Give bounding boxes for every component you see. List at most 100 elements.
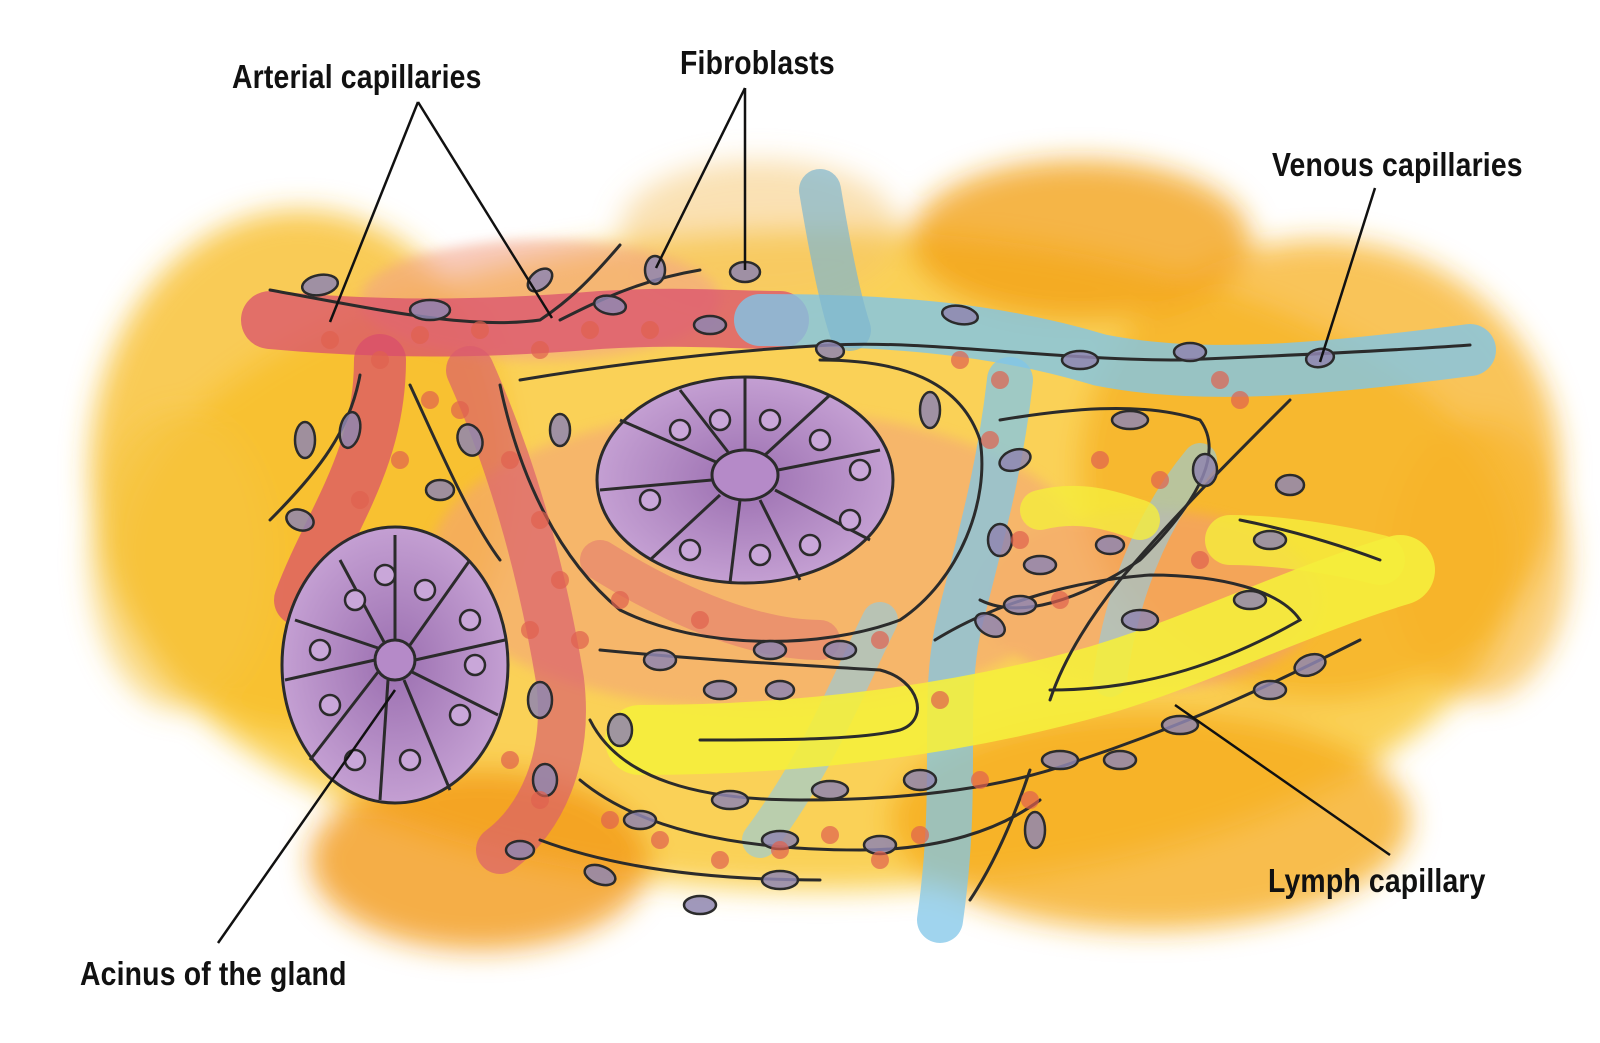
acinar-nucleus-7 [448,703,472,727]
blood-cell-23 [391,451,409,469]
fibroblast-46 [1102,749,1138,771]
leader-fibro-1 [654,87,747,269]
acinar-nucleus-6 [318,693,342,717]
fibroblast-19 [998,447,1032,473]
fibroblast-34 [606,712,634,748]
fibroblast-53 [1252,679,1288,701]
fibroblast-2 [526,267,554,293]
fibroblast-29 [1160,714,1200,736]
blood-cell-30 [1091,451,1109,469]
blood-cell-13 [521,621,539,639]
blood-cell-34 [1231,391,1249,409]
fibroblast-10 [1172,341,1208,363]
fibroblast-26 [1120,608,1160,632]
label-arterial-capillaries: Arterial capillaries [232,58,482,95]
blood-cell-24 [351,491,369,509]
fibroblast-20 [1110,409,1150,431]
blood-cell-8 [451,401,469,419]
acinar-nucleus-18 [748,543,772,567]
blood-cell-17 [651,831,669,849]
acinar-nucleus-4 [308,638,332,662]
fibroblast-32 [702,679,738,701]
fibroblast-54 [986,522,1014,558]
blood-cell-3 [471,321,489,339]
acinar-nucleus-11 [708,408,732,432]
acinar-nucleus-12 [758,408,782,432]
fibroblast-18 [918,390,942,430]
acinar-nucleus-5 [463,653,487,677]
fibroblast-37 [810,779,850,801]
fibroblast-31 [822,639,858,661]
blood-cell-7 [421,391,439,409]
acinar-nucleus-8 [343,748,367,772]
fibroblast-25 [974,611,1006,639]
acinar-nucleus-2 [413,578,437,602]
fibroblast-7 [814,339,846,361]
fibroblast-12 [293,420,317,460]
blood-cell-35 [951,351,969,369]
fibroblast-14 [285,508,315,532]
blood-cell-16 [601,811,619,829]
acinar-nucleus-9 [398,748,422,772]
fibroblast-15 [424,478,456,502]
blood-cell-26 [691,611,709,629]
fibroblast-52 [504,839,536,861]
blood-cell-1 [371,351,389,369]
fibroblast-49 [1191,452,1219,488]
acinar-nucleus-17 [678,538,702,562]
leader-arterial-1 [328,101,420,323]
fibroblast-42 [583,863,617,887]
label-fibroblasts: Fibroblasts [680,44,835,81]
blood-cell-33 [1211,371,1229,389]
fibroblast-33 [764,679,796,701]
fibroblast-28 [1293,652,1327,678]
blood-cell-10 [531,511,549,529]
acinar-nucleus-10 [668,418,692,442]
fibroblast-22 [1252,529,1288,551]
fibroblast-35 [642,648,678,672]
fibroblast-50 [531,762,559,798]
leader-acinus [216,689,397,944]
fibroblast-8 [940,304,980,326]
blood-cell-5 [581,321,599,339]
leader-lymph [1174,703,1391,857]
fibroblast-23 [1094,534,1126,556]
fibroblast-39 [622,809,658,831]
fibroblast-27 [1232,589,1268,611]
acinus-left [280,525,510,805]
acinus-center [595,375,895,585]
fibroblast-51 [526,680,554,720]
blood-cell-18 [711,851,729,869]
label-venous-capillaries: Venous capillaries [1272,146,1523,183]
fibroblast-36 [710,789,750,811]
blood-cell-25 [611,591,629,609]
blood-cell-19 [771,841,789,859]
fibroblast-16 [456,423,484,457]
fibroblast-6 [692,314,728,336]
fibroblast-45 [1040,749,1080,771]
blood-cell-21 [871,851,889,869]
blood-cell-9 [501,451,519,469]
fibroblast-43 [682,894,718,916]
blood-cell-37 [871,631,889,649]
fibroblast-3 [643,254,667,286]
blood-cell-14 [501,751,519,769]
blood-cell-40 [1021,791,1039,809]
fibroblast-cells [285,254,1336,916]
label-acinus-of-the-gland: Acinus of the gland [80,955,347,992]
blood-cell-12 [571,631,589,649]
fibroblast-21 [1274,473,1306,497]
blood-cell-20 [821,826,839,844]
blood-cell-27 [981,431,999,449]
fibroblast-30 [752,639,788,661]
acinar-nucleus-1 [343,588,367,612]
fibroblast-13 [338,410,362,450]
fibroblast-0 [300,273,340,297]
acinar-nucleus-3 [458,608,482,632]
leader-arterial-2 [416,101,554,319]
blood-cells [321,321,1249,869]
blood-cell-6 [641,321,659,339]
fibroblast-1 [408,298,452,322]
